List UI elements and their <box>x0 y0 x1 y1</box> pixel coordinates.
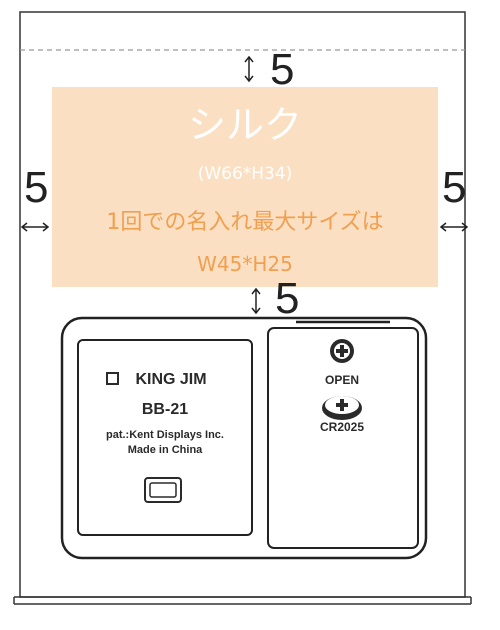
kj-logo-icon <box>144 477 182 503</box>
kj-logo-inner <box>149 482 177 498</box>
coin-battery-icon <box>322 396 362 420</box>
margin-right-value: 5 <box>442 163 467 212</box>
dimension-arrow-bottom <box>251 287 261 315</box>
print-area <box>52 87 438 287</box>
print-area-size-note: (W66*H34) <box>197 164 293 184</box>
battery-cover <box>267 327 419 549</box>
margin-bottom-value: 5 <box>275 274 300 323</box>
patent-text: pat.:Kent Displays Inc. <box>106 429 224 441</box>
label-panel <box>77 339 253 536</box>
dimension-arrow-top <box>244 55 254 83</box>
open-label: OPEN <box>324 373 359 387</box>
origin-text: Made in China <box>127 444 203 456</box>
margin-left-value: 5 <box>24 163 49 212</box>
max-print-size-value: W45*H25 <box>197 252 293 276</box>
brand-square-icon <box>106 372 119 385</box>
max-print-size-label: 1回での名入れ最大サイズは <box>106 210 384 235</box>
dimension-arrow-right <box>439 222 469 232</box>
battery-type-label: CR2025 <box>319 420 365 434</box>
model-number: BB-21 <box>141 401 189 418</box>
screw-icon <box>330 339 354 363</box>
dimension-arrow-left <box>20 222 50 232</box>
print-method-title: シルク <box>187 103 302 147</box>
brand-name: KING JIM <box>135 371 207 388</box>
margin-top-value: 5 <box>270 45 295 94</box>
